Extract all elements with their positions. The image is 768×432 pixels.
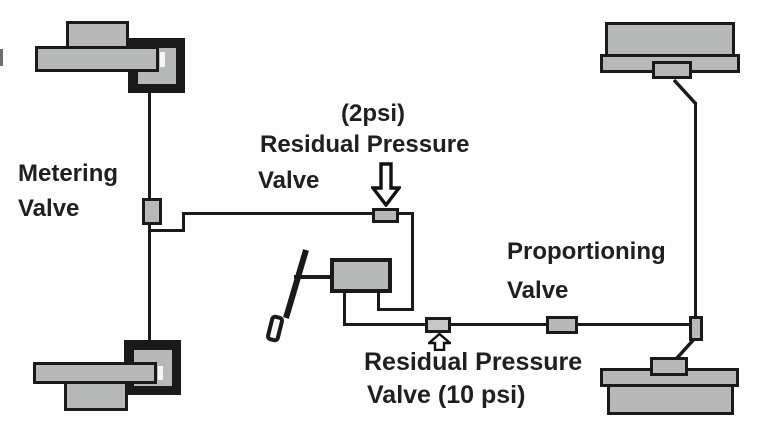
pipe-front-down xyxy=(411,212,414,311)
metering-valve xyxy=(142,198,162,225)
metering-valve-label-line1: Metering xyxy=(18,160,119,187)
bottom-right-wheel-cylinder xyxy=(650,357,688,376)
junction-fitting xyxy=(689,316,703,341)
residual-10psi-label-line2: Valve (10 psi) xyxy=(367,381,526,409)
pipe-pedal-pushrod xyxy=(294,275,332,279)
residual-pressure-valve-2psi xyxy=(372,208,399,223)
front-left-rotor xyxy=(35,46,159,72)
rear-left-caliper-slot xyxy=(158,366,163,380)
pipe-branch-horizontal xyxy=(150,229,185,232)
metering-valve-label-line2: Valve xyxy=(18,195,80,222)
edge-artifact xyxy=(0,49,3,66)
proportioning-valve xyxy=(546,316,578,334)
master-cylinder xyxy=(330,258,392,293)
pipe-branch-vertical xyxy=(182,213,185,232)
residual-10psi-label-line1: Residual Pressure xyxy=(364,348,583,376)
residual-2psi-label-psi: (2psi) xyxy=(341,100,406,127)
residual-2psi-label-line1: Residual Pressure xyxy=(260,131,470,158)
pipe-master-leg-right xyxy=(377,291,380,311)
pipe-left-lower xyxy=(148,222,151,342)
proportioning-valve-label-line1: Proportioning xyxy=(507,238,666,265)
top-right-drum-body xyxy=(605,22,735,57)
pipe-top-drum-diagonal xyxy=(672,78,698,106)
down-arrow-icon xyxy=(371,162,401,207)
pipe-rear-circuit xyxy=(343,323,692,326)
front-left-caliper-slot xyxy=(160,52,165,67)
bottom-right-drum-body xyxy=(607,384,734,415)
top-right-wheel-cylinder xyxy=(652,61,692,79)
proportioning-valve-label-line2: Valve xyxy=(507,277,569,304)
pipe-rear-vertical xyxy=(694,102,697,318)
pipe-front-circuit xyxy=(182,212,375,215)
pipe-master-leg-left xyxy=(343,291,346,326)
rear-left-rotor xyxy=(33,362,157,384)
brake-pedal-arm xyxy=(283,249,309,319)
residual-pressure-valve-10psi xyxy=(425,317,451,333)
pipe-to-master-right xyxy=(378,308,414,311)
residual-2psi-label-line2: Valve xyxy=(258,167,320,194)
pipe-left-upper xyxy=(148,91,151,201)
up-arrow-icon xyxy=(428,333,451,351)
pipe-front-circuit-2 xyxy=(397,212,414,215)
